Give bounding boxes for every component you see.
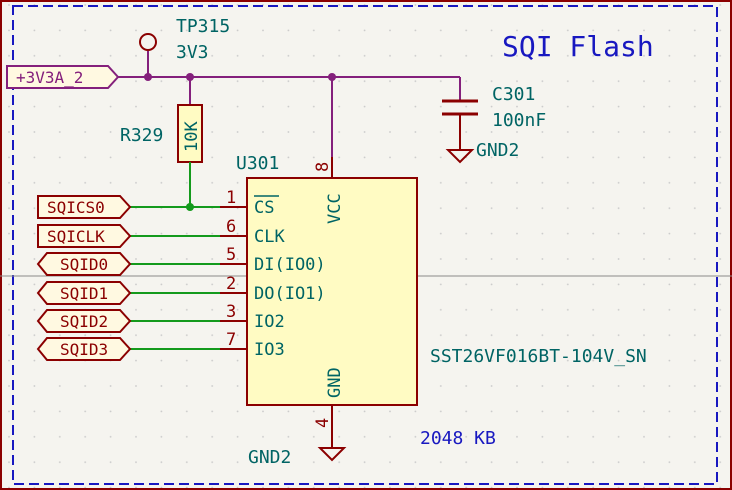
vcc-pin-number: 8 — [313, 162, 333, 172]
net-label-text: SQID2 — [60, 312, 108, 331]
dashed-box — [12, 5, 718, 485]
test-point-ref: TP315 — [176, 16, 230, 37]
test-point-tp315[interactable]: TP315 3V3 — [139, 16, 230, 63]
sheet-title: SQI Flash — [502, 30, 654, 63]
pin-name: DI(IO0) — [254, 255, 326, 275]
gnd-pin-number: 4 — [313, 418, 333, 428]
net-label-text: SQID1 — [60, 284, 108, 303]
power-net-label[interactable]: +3V3A_2 — [6, 65, 120, 89]
capacitor-c301[interactable]: C301 100nF GND2 — [442, 84, 546, 164]
net-label-text: SQID3 — [60, 340, 108, 359]
pin-number: 7 — [226, 330, 236, 350]
net-label-sqid0[interactable]: SQID0 — [36, 252, 132, 276]
net-label-sqid2[interactable]: SQID2 — [36, 309, 132, 333]
pin-number: 2 — [226, 274, 236, 294]
pin-name: IO3 — [254, 340, 285, 360]
ic-ref: U301 — [236, 153, 279, 174]
junction-dot — [328, 73, 336, 81]
pin-number: 3 — [226, 302, 236, 322]
net-label-sqid3[interactable]: SQID3 — [36, 337, 132, 361]
test-point-value: 3V3 — [176, 42, 209, 63]
memory-size-note: 2048 KB — [420, 428, 496, 449]
pin-number: 1 — [226, 188, 236, 208]
gnd-pin-name: GND — [325, 367, 345, 398]
resistor-value: 10K — [182, 121, 202, 152]
net-label-sqiclk[interactable]: SQICLK — [37, 224, 132, 248]
net-label-text: SQICS0 — [47, 198, 105, 217]
pin-number: 6 — [226, 217, 236, 237]
pin-name: CLK — [254, 227, 285, 247]
junction-dot — [144, 73, 152, 81]
pin-number: 5 — [226, 245, 236, 265]
net-label-sqid1[interactable]: SQID1 — [36, 281, 132, 305]
svg-text:+3V3A_2: +3V3A_2 — [16, 68, 83, 87]
resistor-r329[interactable]: 10K R329 — [120, 104, 203, 163]
junction-dot — [186, 73, 194, 81]
pin-name: DO(IO1) — [254, 284, 326, 304]
capacitor-gnd-label: GND2 — [476, 140, 519, 161]
pin-name: CS — [254, 198, 274, 218]
vcc-pin-name: VCC — [325, 193, 345, 224]
net-label-text: SQID0 — [60, 255, 108, 274]
net-label-text: SQICLK — [47, 227, 105, 246]
capacitor-value: 100nF — [492, 110, 546, 131]
ic-gnd-symbol-label: GND2 — [248, 447, 291, 468]
resistor-ref: R329 — [120, 125, 163, 146]
power-rail — [118, 51, 461, 157]
net-label-sqics0[interactable]: SQICS0 — [37, 195, 132, 219]
pin-name: IO2 — [254, 312, 285, 332]
ic-part-number: SST26VF016BT-104V_SN — [430, 346, 647, 367]
junction-dot — [186, 203, 194, 211]
ic-u301[interactable]: U301 SST26VF016BT-104V_SN 8 VCC 4 GND GN… — [236, 153, 647, 468]
capacitor-ref: C301 — [492, 84, 535, 105]
